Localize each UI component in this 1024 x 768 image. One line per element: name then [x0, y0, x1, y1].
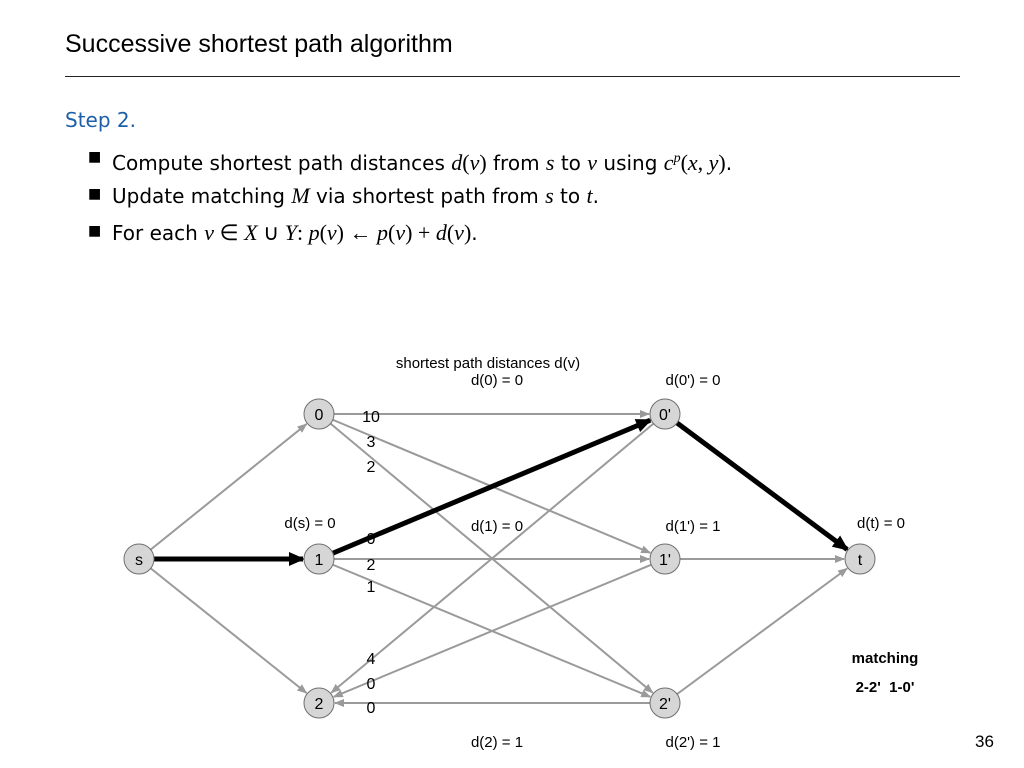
edge-s-0 [138, 423, 308, 560]
matching-pairs: 2-2' 1-0' [856, 679, 915, 696]
node-1p [649, 543, 681, 575]
edge-cost-2p-2: 0 [367, 700, 376, 717]
edge-s-2 [138, 558, 308, 694]
distance-label-0p: d(0') = 0 [666, 372, 721, 389]
edge-cost-1-2p: 1 [367, 579, 376, 596]
distance-label-0: d(0) = 0 [471, 372, 523, 389]
distance-label-1p: d(1') = 1 [666, 518, 721, 535]
bullet-list: ■ Compute shortest path distances d(v) f… [88, 145, 732, 256]
title-divider [65, 76, 960, 77]
matching-title: matching [852, 650, 919, 667]
cost-label-layer: 10 3 2 2 1 4 0 0 0 [362, 409, 380, 717]
node-label-2p: 2' [659, 696, 671, 713]
node-0 [303, 398, 335, 430]
node-2p [649, 687, 681, 719]
edge-0p-2 [330, 413, 666, 694]
edge-0-2p [318, 413, 654, 694]
node-label-0p: 0' [659, 407, 671, 424]
path-edge-1-0p [318, 417, 653, 562]
edge-cost-0-1p: 3 [367, 434, 376, 451]
edge-cost-0p-2: 4 [367, 651, 376, 668]
node-label-1: 1 [315, 552, 324, 569]
node-layer: s 0 1 2 0' 1' 2' t [123, 398, 876, 719]
step-heading: Step 2. [65, 108, 136, 132]
slide-title: Successive shortest path algorithm [65, 30, 453, 58]
node-0p [649, 398, 681, 430]
bullet-update-matching: ■ Update matching M via shortest path fr… [88, 182, 732, 219]
distance-label-1: d(1) = 0 [471, 518, 523, 535]
edge-cost-0-2p: 2 [367, 459, 376, 476]
node-label-t: t [858, 552, 863, 569]
bullet-marker: ■ [88, 223, 102, 239]
node-1 [303, 543, 335, 575]
edge-1p-2 [332, 558, 666, 698]
edge-cost-0-0p: 10 [362, 409, 380, 426]
node-label-0: 0 [315, 407, 324, 424]
page-number: 36 [975, 732, 994, 751]
edge-1-2p [318, 558, 652, 698]
distance-label-t: d(t) = 0 [857, 515, 905, 532]
diagram-caption: shortest path distances d(v) [396, 355, 580, 372]
path-edge-0p-t [663, 411, 849, 552]
bullet-marker: ■ [88, 186, 102, 202]
edge-2p-t [664, 567, 848, 704]
node-label-2: 2 [315, 696, 324, 713]
node-s [123, 543, 155, 575]
node-label-1p: 1' [659, 552, 671, 569]
edge-0-1p [318, 413, 652, 554]
edge-cost-1p-2: 0 [367, 676, 376, 693]
distance-label-2: d(2) = 1 [471, 734, 523, 751]
edge-cost-1-1p: 2 [367, 557, 376, 574]
distance-label-2p: d(2') = 1 [666, 734, 721, 751]
edge-cost-1-0p: 0 [367, 531, 376, 548]
distance-label-layer: d(0) = 0 d(1) = 0 d(2) = 1 d(s) = 0 d(0') = … [284, 372, 905, 751]
bullet-update-prices: ■ For each v ∈ X ∪ Y: p(v) ← p(v) + d(v)… [88, 219, 732, 256]
edge-layer [138, 410, 849, 707]
bullet-compute-distances: ■ Compute shortest path distances d(v) f… [88, 145, 732, 182]
node-label-s: s [135, 552, 143, 569]
node-2 [303, 687, 335, 719]
bullet-marker: ■ [88, 149, 102, 165]
node-t [844, 543, 876, 575]
distance-label-s: d(s) = 0 [284, 515, 335, 532]
